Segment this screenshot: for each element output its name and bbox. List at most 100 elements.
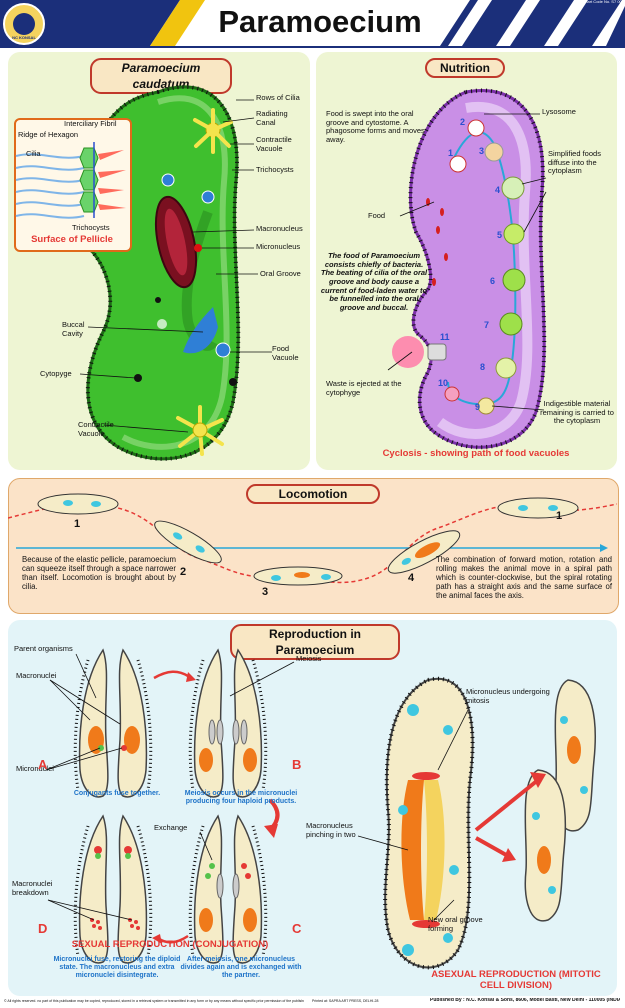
- contractile-vacuole-bottom: [176, 405, 224, 456]
- label-food-vacuole: Food Vacuole: [272, 344, 299, 362]
- label-micronuclei: Micronuclei: [16, 764, 54, 773]
- micronucleus: [194, 244, 202, 252]
- locomotion-pos-2: 2: [180, 566, 187, 578]
- step-10: 10: [438, 378, 449, 388]
- header-stripes: [0, 0, 625, 46]
- asexual-arrow-down: [475, 836, 509, 858]
- buccal-cavity: [183, 307, 218, 354]
- label-meiosis: Meiosis: [296, 654, 322, 663]
- label-trichocysts: Trichocysts: [256, 165, 294, 174]
- nutrition-food-swept: Food is swept into the oral groove and c…: [326, 109, 425, 144]
- structure-heading: Paramoecium caudatum: [90, 58, 232, 94]
- label-rows-of-cilia: Rows of Cilia: [256, 93, 300, 102]
- locomotion-diagram: [8, 493, 617, 586]
- label-micronucleus-mitosis: Micronucleus undergoing mitosis: [466, 687, 550, 705]
- step-7: 7: [484, 320, 490, 330]
- label-cytopyge: Cytopyge: [40, 369, 72, 378]
- footer-printed: Printed at: SAPRA ART PRESS, DELHI-28: [312, 999, 379, 1003]
- nutrition-lysosome: Lysosome: [542, 107, 576, 116]
- step-11: 11: [440, 332, 450, 342]
- locomotion-organism-3: [253, 566, 343, 586]
- locomotion-pos-1: 1: [74, 518, 81, 530]
- pellicle-drawing: [15, 142, 126, 219]
- stage-c-pair: [188, 814, 268, 964]
- stage-b-pair: [188, 648, 268, 798]
- nutrition-caption: Cyclosis - showing path of food vacuoles: [382, 448, 570, 459]
- pellicle-trichocysts-label: Trichocysts: [72, 223, 110, 232]
- locomotion-pos-4: 4: [408, 572, 415, 584]
- asexual-daughter-cells: [524, 679, 596, 922]
- step-4: 4: [495, 185, 501, 195]
- reproduction-heading: Reproduction in Paramoecium: [230, 624, 400, 660]
- reproduction-panel: [8, 620, 617, 996]
- locomotion-organism-4: [387, 530, 461, 574]
- asexual-arrow-up: [474, 778, 540, 832]
- locomotion-pos-3: 3: [262, 586, 269, 598]
- sexual-reproduction-title: SEXUAL REPRODUCTION (CONJUGATION): [71, 939, 269, 950]
- stage-a-pair: [73, 648, 153, 798]
- label-oral-groove: Oral Groove: [260, 269, 301, 278]
- label-micronucleus: Micronucleus: [256, 242, 301, 251]
- label-macronuclei-breakdown: Macronuclei breakdown: [12, 879, 53, 897]
- step-5: 5: [497, 230, 503, 240]
- locomotion-organism-5: [497, 497, 579, 519]
- locomotion-organism-2: [154, 520, 222, 564]
- stage-c-caption: After meiosis, one micronucleus divides …: [180, 956, 302, 980]
- stage-b-caption: Meiosis occurs in the micronuclei produc…: [184, 790, 298, 806]
- step-9: 9: [475, 402, 481, 412]
- locomotion-right-text: The combination of forward motion, rotat…: [436, 555, 612, 600]
- locomotion-left-text: Because of the elastic pellicle, paramoe…: [22, 555, 176, 591]
- stage-a-letter: A: [38, 757, 48, 772]
- step-8: 8: [480, 362, 486, 372]
- step-1: 1: [448, 148, 454, 158]
- cyclosis-path: [447, 131, 517, 406]
- cytopyge-blob: [392, 336, 424, 368]
- page-title: Paramoecium: [218, 4, 422, 39]
- footer-rights: © All rights reserved. no part of this p…: [4, 999, 304, 1003]
- label-buccal-cavity: Buccal Cavity: [62, 320, 85, 338]
- footer-publisher: Published By : N.C. Konsal & Sons, 8606,…: [430, 998, 620, 1003]
- stage-a-caption: Conjugants fuse together.: [73, 790, 161, 797]
- nutrition-indigestible: Indigestible material remaining is carri…: [540, 399, 614, 426]
- step-3: 3: [479, 146, 485, 156]
- nutrition-heading: Nutrition: [425, 58, 505, 78]
- stage-d-letter: D: [38, 921, 48, 936]
- food-vacuole-sequence: [444, 119, 526, 415]
- asexual-reproduction-title: ASEXUAL REPRODUCTION (MITOTIC CELL DIVIS…: [431, 969, 601, 991]
- header-bar: NC KONSAL Paramoecium Chart Code No. S7 …: [0, 0, 625, 48]
- locomotion-organism-1: [37, 493, 119, 515]
- nutrition-simplified-foods: Simplified foods diffuse into the cytopl…: [548, 149, 601, 176]
- pellicle-inset: [14, 118, 132, 252]
- label-exchange: Exchange: [154, 823, 188, 832]
- interciliary-fibril-label: Interciliary Fibril: [64, 119, 117, 128]
- cilia-label: Cilia: [26, 149, 41, 158]
- step-6: 6: [490, 276, 496, 286]
- asexual-dividing-cell: [383, 676, 475, 970]
- food-vacuoles: [157, 173, 231, 358]
- label-macronuclei: Macronuclei: [16, 671, 57, 680]
- label-contractile-vacuole-top: Contractile Vacuole: [256, 135, 292, 153]
- stage-c-letter: C: [292, 921, 302, 936]
- nutrition-food: Food: [368, 211, 386, 220]
- pellicle-caption: Surface of Pellicle: [31, 234, 113, 245]
- logo-emblem: NC KONSAL: [3, 3, 45, 45]
- locomotion-heading: Locomotion: [246, 484, 380, 504]
- contractile-vacuole-top: [193, 108, 233, 154]
- ridge-of-hexagon-label: Ridge of Hexagon: [18, 130, 79, 139]
- label-macronucleus: Macronucleus: [256, 224, 303, 233]
- label-new-oral-groove: New oral groove forming: [428, 915, 483, 933]
- stage-b-letter: B: [292, 757, 302, 772]
- nutrition-bacteria-note: The food of Paramoecium consists chiefly…: [320, 251, 428, 312]
- label-radiating-canal: Radiating Canal: [256, 109, 288, 127]
- label-macronucleus-pinching: Macronucleus pinching in two: [306, 821, 356, 839]
- reproduction-diagram: [45, 648, 596, 970]
- stage-d-pair: [73, 814, 153, 964]
- locomotion-pos-5: 1: [556, 510, 563, 522]
- logo-text: NC KONSAL: [12, 35, 36, 40]
- label-contractile-vacuole-bottom: Contractile Vacuole: [78, 420, 114, 438]
- stage-d-caption: Micronuclei fuse, restoring the diploid …: [53, 956, 181, 980]
- nutrition-diagram: [387, 88, 547, 450]
- chart-code: Chart Code No. S7 000: [582, 0, 624, 4]
- step-2: 2: [460, 117, 466, 127]
- nutrition-waste: Waste is ejected at the cytophyge: [326, 379, 402, 397]
